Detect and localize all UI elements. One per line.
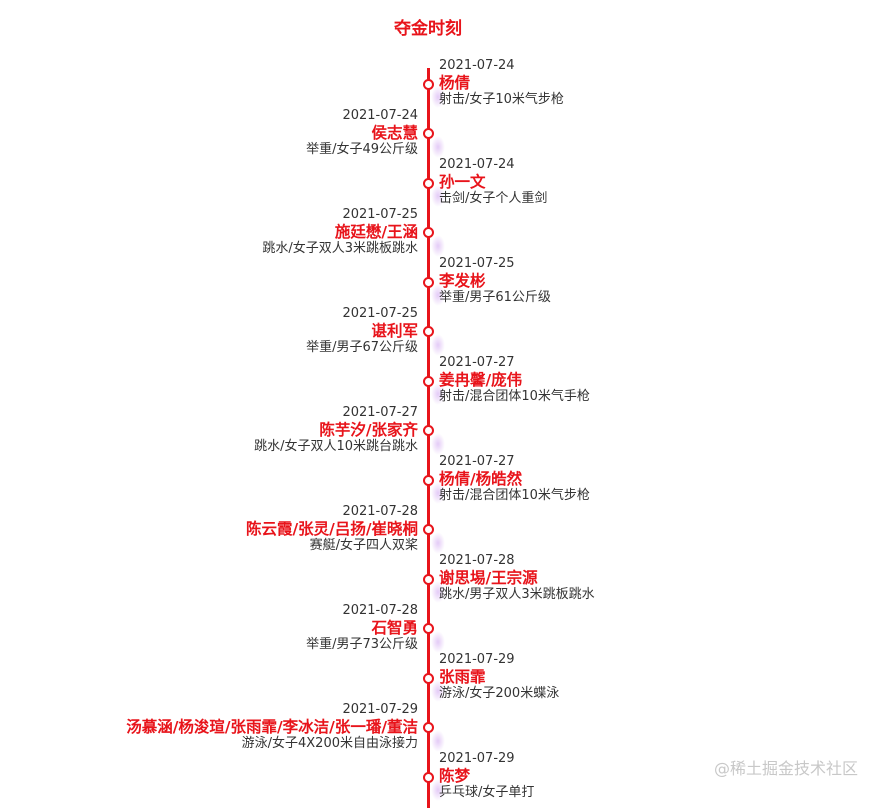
timeline-node[interactable] bbox=[423, 524, 434, 535]
node-glow bbox=[431, 531, 445, 554]
entry-athlete-names: 陈梦 bbox=[439, 767, 471, 785]
entry-athlete-names: 谢思埸/王宗源 bbox=[439, 569, 538, 587]
entry-athlete-names: 陈云霞/张灵/吕扬/崔晓桐 bbox=[246, 519, 418, 538]
timeline-node[interactable] bbox=[423, 623, 434, 634]
timeline-node[interactable] bbox=[423, 326, 434, 337]
entry-date: 2021-07-28 bbox=[342, 503, 418, 519]
entry-athlete-names: 李发彬 bbox=[439, 272, 486, 290]
entry-date: 2021-07-28 bbox=[439, 553, 515, 568]
node-glow bbox=[431, 432, 445, 455]
node-glow bbox=[431, 135, 445, 158]
timeline-axis bbox=[426, 68, 430, 808]
entry-date: 2021-07-28 bbox=[342, 602, 418, 618]
timeline-node[interactable] bbox=[423, 78, 434, 90]
timeline-node[interactable] bbox=[423, 276, 434, 288]
entry-athlete-names: 杨倩/杨皓然 bbox=[439, 470, 523, 488]
entry-date: 2021-07-27 bbox=[439, 454, 515, 469]
node-glow bbox=[431, 630, 445, 653]
entry-event: 赛艇/女子四人双桨 bbox=[309, 537, 418, 553]
entry-date: 2021-07-29 bbox=[342, 701, 418, 717]
entry-date: 2021-07-25 bbox=[342, 305, 418, 321]
entry-event: 跳水/女子双人3米跳板跳水 bbox=[262, 240, 418, 256]
entry-athlete-names: 汤慕涵/杨浚瑄/张雨霏/李冰洁/张一璠/董洁 bbox=[126, 717, 418, 736]
entry-date: 2021-07-25 bbox=[342, 206, 418, 222]
entry-event: 射击/混合团体10米气手枪 bbox=[439, 389, 590, 404]
entry-athlete-names: 姜冉馨/庞伟 bbox=[439, 371, 523, 389]
timeline-node[interactable] bbox=[423, 573, 434, 585]
entry-event: 射击/混合团体10米气步枪 bbox=[439, 488, 590, 503]
entry-event: 跳水/女子双人10米跳台跳水 bbox=[254, 438, 418, 454]
timeline-node[interactable] bbox=[423, 722, 434, 733]
entry-event: 举重/男子67公斤级 bbox=[306, 339, 418, 355]
entry-date: 2021-07-29 bbox=[439, 751, 515, 766]
entry-athlete-names: 孙一文 bbox=[439, 173, 486, 191]
entry-date: 2021-07-24 bbox=[439, 58, 515, 73]
timeline-node[interactable] bbox=[423, 177, 434, 189]
timeline-node[interactable] bbox=[423, 227, 434, 238]
watermark: @稀土掘金技术社区 bbox=[713, 759, 858, 778]
entry-event: 举重/男子61公斤级 bbox=[439, 290, 551, 305]
entry-event: 跳水/男子双人3米跳板跳水 bbox=[439, 587, 595, 602]
entry-athlete-names: 施廷懋/王涵 bbox=[334, 222, 418, 241]
entry-event: 举重/男子73公斤级 bbox=[306, 636, 418, 652]
node-glow bbox=[431, 729, 445, 752]
entry-event: 游泳/女子200米蝶泳 bbox=[439, 686, 560, 701]
timeline-node[interactable] bbox=[423, 128, 434, 139]
entry-event: 乒乓球/女子单打 bbox=[439, 785, 535, 800]
entry-date: 2021-07-24 bbox=[342, 107, 418, 123]
entry-athlete-names: 侯志慧 bbox=[371, 123, 418, 142]
entry-date: 2021-07-27 bbox=[342, 404, 418, 420]
entry-event: 射击/女子10米气步枪 bbox=[439, 92, 564, 107]
chart-title: 夺金时刻 bbox=[394, 19, 462, 39]
entry-date: 2021-07-25 bbox=[439, 256, 515, 271]
entry-event: 游泳/女子4X200米自由泳接力 bbox=[241, 735, 418, 751]
entry-date: 2021-07-24 bbox=[439, 157, 515, 172]
entry-athlete-names: 陈芋汐/张家齐 bbox=[319, 420, 418, 439]
timeline-node[interactable] bbox=[423, 672, 434, 684]
entry-date: 2021-07-29 bbox=[439, 652, 515, 667]
entry-athlete-names: 石智勇 bbox=[371, 618, 418, 637]
entry-athlete-names: 张雨霏 bbox=[439, 668, 486, 686]
entry-event: 举重/女子49公斤级 bbox=[306, 141, 418, 157]
timeline-node[interactable] bbox=[423, 425, 434, 436]
entry-date: 2021-07-27 bbox=[439, 355, 515, 370]
timeline-node[interactable] bbox=[423, 474, 434, 486]
entry-athlete-names: 杨倩 bbox=[439, 74, 471, 92]
node-glow bbox=[431, 333, 445, 356]
timeline-node[interactable] bbox=[423, 375, 434, 387]
entry-athlete-names: 谌利军 bbox=[371, 321, 418, 340]
timeline-node[interactable] bbox=[423, 771, 434, 783]
node-glow bbox=[431, 234, 445, 257]
entry-event: 击剑/女子个人重剑 bbox=[439, 191, 548, 206]
